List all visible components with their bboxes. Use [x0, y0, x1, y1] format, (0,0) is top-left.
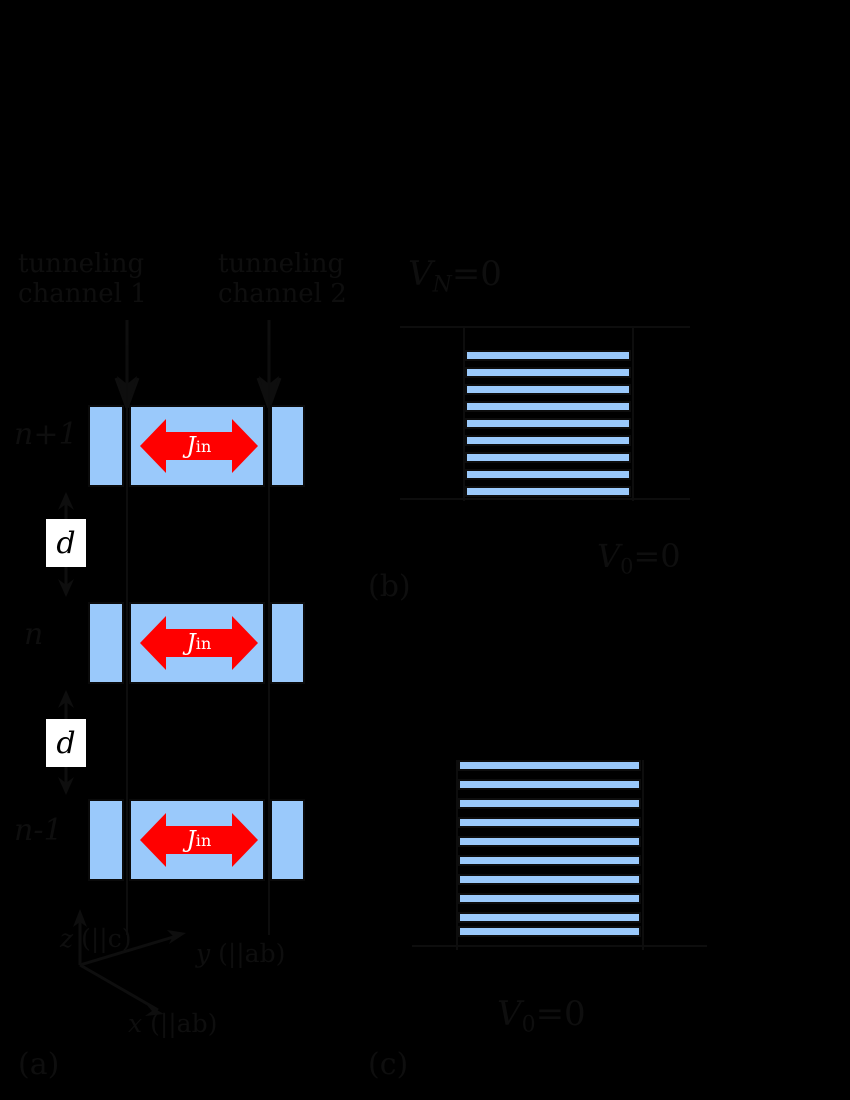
v-subscript: 0 [521, 1012, 536, 1038]
layer-spacing-label-1: d [46, 519, 86, 567]
axis-x-label: x (||ab) [128, 1009, 218, 1039]
axis-z-symbol: z [60, 924, 74, 953]
upper-band-level-7 [465, 469, 631, 480]
upper-band-top-guide [400, 326, 690, 328]
panel-label-c: (c) [368, 1047, 409, 1082]
upper-band-secondary-potential-label: V0=0 [597, 537, 681, 579]
lower-band-bottom-guide [412, 945, 707, 947]
layer-cell-right [270, 602, 305, 684]
axis-x-symbol: x [128, 1009, 143, 1038]
v-subscript: N [432, 272, 452, 298]
lower-band-level-7 [458, 893, 641, 904]
axis-y-label: y (||ab) [196, 939, 286, 969]
upper-band-left-guide [463, 326, 465, 501]
channel-2-guide-line [268, 345, 270, 935]
intra-layer-coupling-arrow-icon [140, 614, 258, 672]
tunneling-channel-2-line1: tunneling [218, 249, 345, 279]
lower-band-level-4 [458, 836, 641, 847]
upper-band-level-0 [465, 350, 631, 361]
intra-layer-coupling-arrow-icon [140, 417, 258, 475]
lower-band-level-5 [458, 855, 641, 866]
upper-band-level-1 [465, 367, 631, 378]
tunneling-channel-1-caption: tunneling channel 1 [18, 249, 147, 310]
panel-label-b: (b) [368, 569, 411, 604]
axis-y-symbol: y [196, 939, 211, 968]
upper-band-potential-label: VN=0 [408, 254, 502, 298]
lower-band-level-6 [458, 874, 641, 885]
lower-band-level-2 [458, 798, 641, 809]
axis-y-direction: (||ab) [218, 939, 286, 968]
upper-band-level-2 [465, 384, 631, 395]
v-symbol: V [597, 537, 621, 575]
layer-cell-right [270, 799, 305, 881]
layer-cell-right [270, 405, 305, 487]
lower-band-right-guide [642, 760, 644, 950]
v-equals-zero: =0 [451, 254, 502, 294]
upper-band-right-guide [632, 326, 634, 501]
upper-band-level-5 [465, 435, 631, 446]
tunneling-channel-1-line1: tunneling [18, 249, 145, 279]
axis-z-direction: (||c) [81, 924, 132, 953]
layer-index-n: n [24, 617, 44, 652]
layer-cell-left [88, 799, 124, 881]
layer-cell-left [88, 405, 124, 487]
v-symbol: V [408, 254, 433, 294]
layer-cell-left [88, 602, 124, 684]
panel-label-a: (a) [18, 1047, 60, 1082]
axis-z-label: z (||c) [60, 924, 132, 954]
v-equals-zero: =0 [633, 537, 681, 575]
tunneling-channel-1-line2: channel 1 [18, 278, 147, 309]
lower-band-level-9 [458, 926, 641, 937]
lower-band-level-3 [458, 817, 641, 828]
v-equals-zero: =0 [535, 994, 586, 1034]
upper-band-level-4 [465, 418, 631, 429]
tunneling-channel-2-line2: channel 2 [218, 278, 347, 309]
v-subscript: 0 [620, 554, 634, 579]
lower-band-level-1 [458, 779, 641, 790]
channel-1-guide-line [126, 345, 128, 935]
tunneling-channel-2-caption: tunneling channel 2 [218, 249, 347, 310]
axis-triad-icon [60, 905, 360, 1045]
intra-layer-coupling-arrow-icon [140, 811, 258, 869]
layer-spacing-label-2: d [46, 719, 86, 767]
upper-band-bottom-guide [400, 498, 690, 500]
lower-band-level-0 [458, 760, 641, 771]
upper-band-level-3 [465, 401, 631, 412]
lower-band-level-8 [458, 912, 641, 923]
layer-index-n-plus-1: n+1 [14, 417, 78, 452]
axis-x-direction: (||ab) [150, 1009, 218, 1038]
upper-band-level-6 [465, 452, 631, 463]
upper-band-level-8 [465, 486, 631, 497]
v-symbol: V [497, 994, 522, 1034]
lower-band-left-guide [456, 760, 458, 950]
lower-band-potential-label: V0=0 [497, 994, 586, 1038]
layer-index-n-minus-1: n-1 [14, 813, 63, 848]
